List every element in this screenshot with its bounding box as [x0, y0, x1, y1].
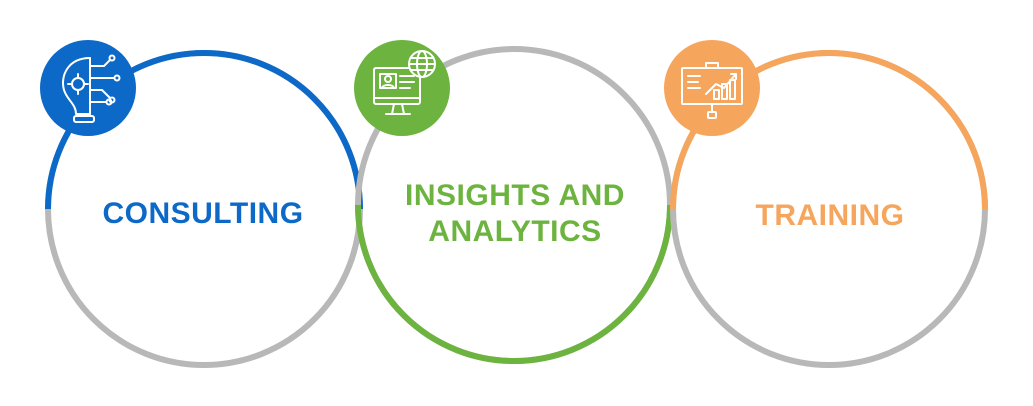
consulting-label: CONSULTING: [48, 196, 358, 232]
insights-label-line-1: INSIGHTS AND: [405, 179, 625, 212]
monitor-globe-icon: [354, 40, 450, 136]
insights-label-line-2: ANALYTICS: [428, 215, 602, 248]
insights-circle: [355, 46, 673, 364]
presentation-board-chart-icon: [664, 40, 760, 136]
lightbulb-gear-circuit-icon: [40, 40, 136, 136]
consulting-label-line-1: CONSULTING: [102, 197, 304, 230]
training-label-line-1: TRAINING: [755, 199, 905, 232]
training-circle: [670, 50, 988, 368]
insights-ring-arc: [355, 204, 673, 364]
training-label: TRAINING: [675, 198, 985, 234]
training-ring-arc: [670, 50, 988, 210]
consulting-ring-arc: [45, 50, 363, 210]
insights-analytics-label: INSIGHTS AND ANALYTICS: [360, 178, 670, 250]
